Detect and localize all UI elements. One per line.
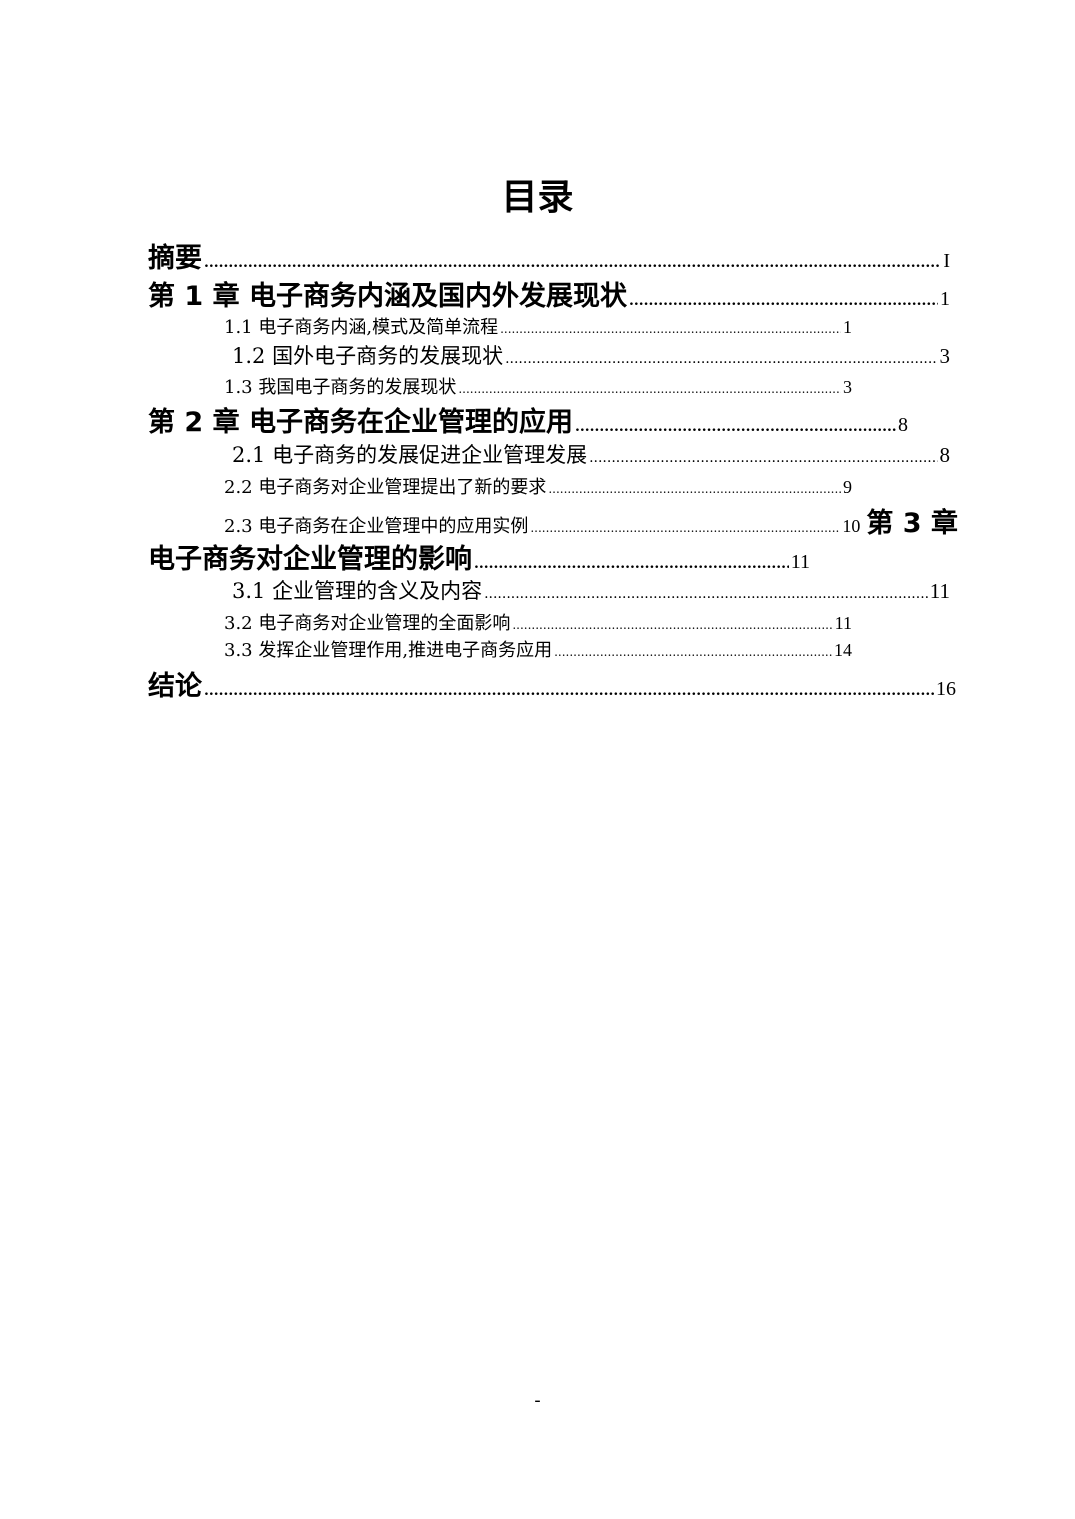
toc-entry-abstract[interactable]: 摘要 I xyxy=(148,236,950,276)
toc-entry-chapter-3[interactable]: 电子商务对企业管理的影响 11 xyxy=(148,537,810,577)
toc-entry-label: 2.2 电子商务对企业管理提出了新的要求 xyxy=(224,477,547,498)
toc-page-number: 1 xyxy=(843,317,852,337)
toc-entry-section-2-3[interactable]: 2.3 电子商务在企业管理中的应用实例 10 第 3 章 xyxy=(224,501,958,539)
toc-leader-dots xyxy=(629,293,938,309)
page-title: 目录 xyxy=(501,177,574,218)
toc-entry-label: 1.2 国外电子商务的发展现状 xyxy=(232,344,504,368)
toc-entry-label: 第 1 章 电子商务内涵及国内外发展现状 xyxy=(148,281,627,312)
toc-entry-section-3-2[interactable]: 3.2 电子商务对企业管理的全面影响 11 xyxy=(224,609,852,635)
toc-entry-label: 2.1 电子商务的发展促进企业管理发展 xyxy=(232,443,588,467)
toc-page-number: 11 xyxy=(834,613,852,633)
toc-entry-label: 1.3 我国电子商务的发展现状 xyxy=(224,377,457,398)
toc-entry-label: 2.3 电子商务在企业管理中的应用实例 xyxy=(224,516,529,537)
toc-entry-section-2-1[interactable]: 2.1 电子商务的发展促进企业管理发展 8 xyxy=(232,439,950,471)
toc-entry-section-2-2[interactable]: 2.2 电子商务对企业管理提出了新的要求 9 xyxy=(224,473,852,499)
toc-leader-dots xyxy=(204,255,941,271)
toc-entry-label: 3.1 企业管理的含义及内容 xyxy=(232,579,483,603)
toc-chapter-3-prefix: 第 3 章 xyxy=(866,508,958,539)
toc-entry-label: 3.3 发挥企业管理作用,推进电子商务应用 xyxy=(224,640,553,661)
toc-entry-chapter-1[interactable]: 第 1 章 电子商务内涵及国内外发展现状 1 xyxy=(148,274,950,314)
toc-entry-label: 结论 xyxy=(148,671,202,702)
toc-leader-dots xyxy=(474,556,789,572)
toc-entry-label: 3.2 电子商务对企业管理的全面影响 xyxy=(224,613,511,634)
toc-entry-section-1-3[interactable]: 1.3 我国电子商务的发展现状 3 xyxy=(224,373,852,399)
toc-entry-label: 第 2 章 电子商务在企业管理的应用 xyxy=(148,407,573,438)
toc-page-number: 8 xyxy=(939,443,951,467)
toc-entry-section-3-3[interactable]: 3.3 发挥企业管理作用,推进电子商务应用 14 xyxy=(224,636,852,662)
toc-leader-dots xyxy=(484,586,928,602)
toc-page-number: 3 xyxy=(939,344,951,368)
toc-leader-dots xyxy=(458,382,841,396)
toc-leader-dots xyxy=(589,450,937,466)
toc-page-number: 3 xyxy=(843,377,852,397)
toc-page-number: 10 xyxy=(842,516,861,536)
page-footer-mark: - xyxy=(534,1390,541,1411)
toc-page-number: I xyxy=(943,250,950,272)
toc-entry-label: 1.1 电子商务内涵,模式及简单流程 xyxy=(224,317,499,338)
toc-page-number: 1 xyxy=(940,288,950,310)
toc-leader-dots xyxy=(505,351,937,367)
toc-leader-dots xyxy=(554,645,832,659)
toc-leader-dots xyxy=(512,618,832,632)
toc-entry-chapter-2[interactable]: 第 2 章 电子商务在企业管理的应用 8 xyxy=(148,400,908,440)
toc-page-number: 16 xyxy=(936,678,956,700)
toc-entry-conclusion[interactable]: 结论 16 xyxy=(148,664,956,704)
toc-leader-dots xyxy=(575,419,896,435)
toc-entry-label: 电子商务对企业管理的影响 xyxy=(148,544,472,575)
toc-page-number: 9 xyxy=(843,477,852,497)
toc-leader-dots xyxy=(548,482,841,496)
toc-page-number: 8 xyxy=(898,414,908,436)
toc-entry-section-1-2[interactable]: 1.2 国外电子商务的发展现状 3 xyxy=(232,340,950,372)
toc-page-number: 11 xyxy=(929,579,950,603)
toc-leader-dots xyxy=(530,521,840,535)
toc-leader-dots xyxy=(204,683,934,699)
toc-leader-dots xyxy=(500,322,841,336)
toc-entry-label: 摘要 xyxy=(148,243,202,274)
toc-page-number: 11 xyxy=(790,551,810,573)
toc-entry-section-1-1[interactable]: 1.1 电子商务内涵,模式及简单流程 1 xyxy=(224,313,852,339)
toc-page-number: 14 xyxy=(834,640,852,660)
toc-entry-section-3-1[interactable]: 3.1 企业管理的含义及内容 11 xyxy=(232,575,950,607)
